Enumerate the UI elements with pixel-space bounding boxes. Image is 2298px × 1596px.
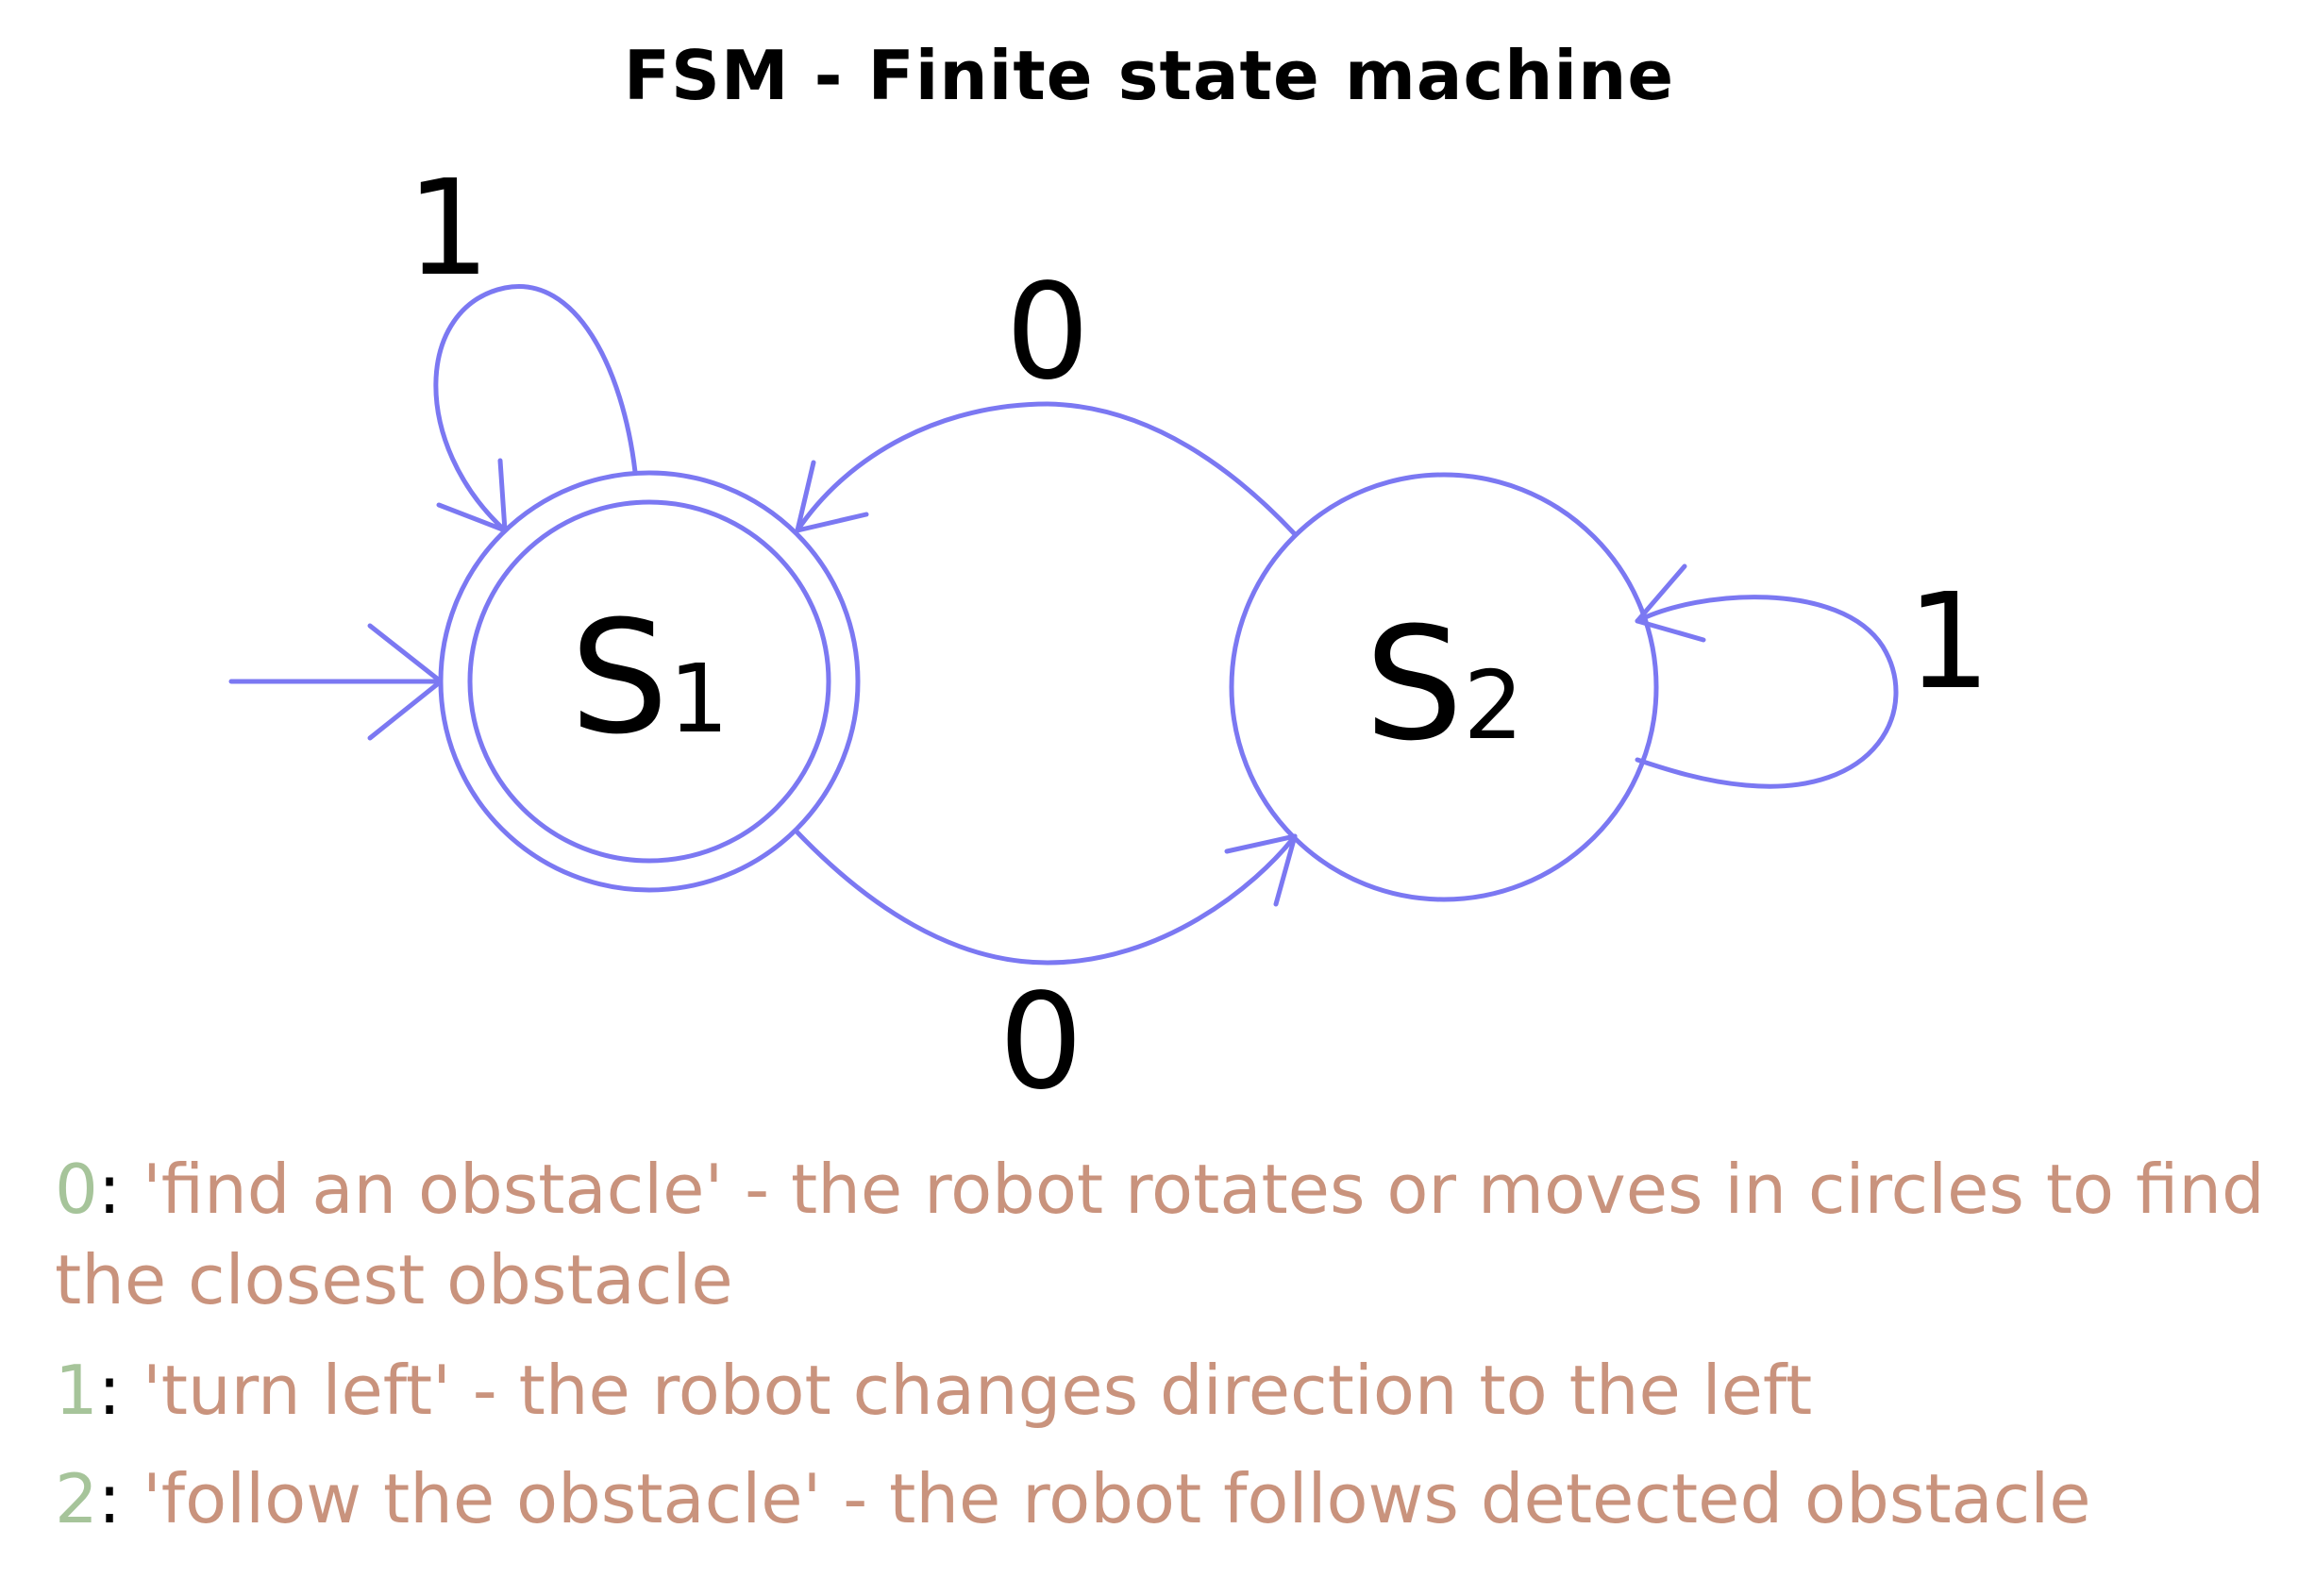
legend-text: 'follow the obstacle' - the robot follow… [142, 1459, 2091, 1538]
legend-text: 'turn left' - the robot changes directio… [142, 1351, 1813, 1430]
legend-text: 'find an obstacle' - the robot rotates o… [55, 1150, 2265, 1319]
legend-item-0: 0: 'find an obstacle' - the robot rotate… [55, 1144, 2282, 1325]
state-s2-circle [1229, 472, 1659, 902]
state-s2-label: S2 [1365, 594, 1523, 775]
edge-s1-to-s2 [795, 830, 1298, 966]
legend-item-1: 1: 'turn left' - the robot changes direc… [55, 1345, 2282, 1436]
edge-s2-self-loop [1635, 563, 1899, 789]
transition-label-s1-self: 1 [406, 152, 490, 306]
page-title: FSM - Finite state machine [623, 36, 1675, 115]
legend-item-2: 2: 'follow the obstacle' - the robot fol… [55, 1453, 2282, 1544]
state-s1-label: S1 [570, 587, 729, 768]
state-s2-letter: S [1365, 594, 1464, 775]
legend-key: 2 [55, 1459, 98, 1538]
state-s1-inner-circle [467, 499, 831, 864]
state-s1-letter: S [570, 587, 669, 768]
transition-label-s2-self: 1 [1906, 565, 1990, 719]
legend-colon: : [97, 1351, 143, 1430]
state-s1-index: 1 [669, 644, 730, 754]
fsm-diagram: S1 S2 1 0 0 1 [228, 152, 1991, 1119]
transition-label-s2-to-s1: 0 [1005, 256, 1089, 410]
edge-s1-self-loop [433, 284, 638, 533]
edge-s2-to-s1 [795, 401, 1298, 537]
initial-arrow [228, 623, 444, 741]
legend-key: 0 [55, 1150, 98, 1229]
state-s2-index: 2 [1464, 650, 1524, 761]
legend-key: 1 [55, 1351, 98, 1430]
transition-label-s1-to-s2: 0 [998, 966, 1082, 1119]
legend-colon: : [97, 1459, 143, 1538]
legend-colon: : [97, 1150, 143, 1229]
